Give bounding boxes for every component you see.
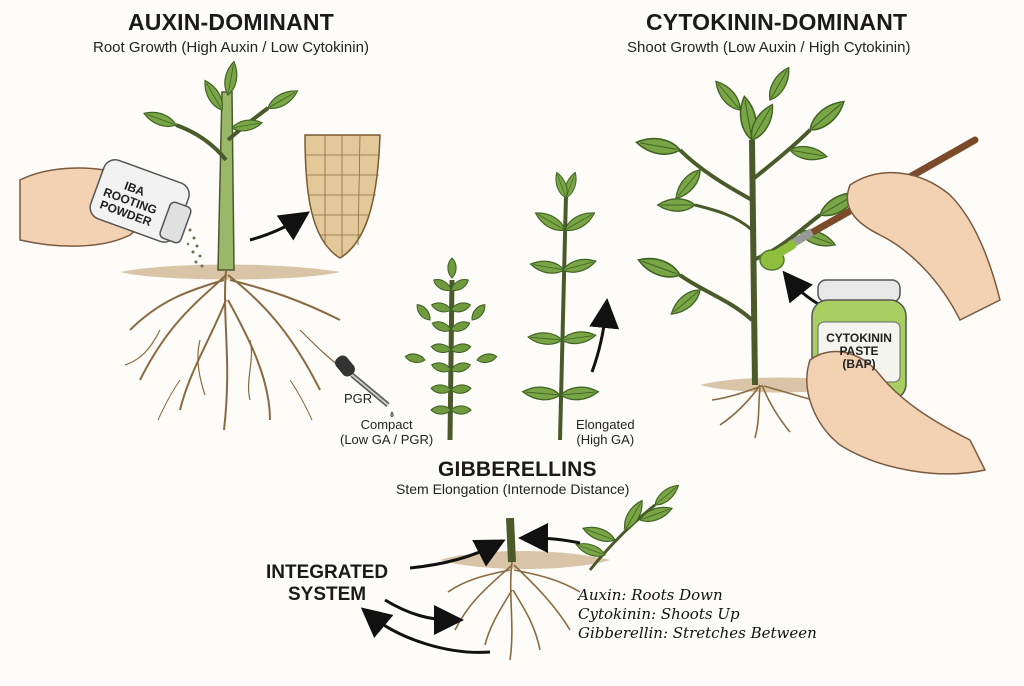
compact-plant [404, 257, 498, 441]
elongated-label-line-1: Elongated [576, 417, 635, 432]
elongated-label: Elongated (High GA) [576, 417, 635, 447]
powder-stream [186, 228, 204, 268]
cytokinin-title: CYTOKININ-DOMINANT [646, 9, 908, 35]
cytokinin-jar-label-line-2: PASTE [839, 344, 879, 358]
elongated-label-line-2: (High GA) [576, 432, 635, 447]
auxin-subtitle: Root Growth (High Auxin / Low Cytokinin) [93, 39, 369, 56]
gibberellins-title: GIBBERELLINS [438, 458, 597, 481]
cytokinin-panel [634, 63, 1001, 475]
cytokinin-jar-label-line-1: CYTOKININ [826, 331, 892, 345]
elongation-arrow [589, 298, 620, 373]
auxin-soil [120, 264, 340, 280]
integrated-soil [440, 551, 610, 569]
integrated-title: INTEGRATED SYSTEM [266, 562, 388, 606]
integrated-stem [506, 517, 516, 563]
integrated-arrows [360, 523, 581, 654]
note-cytokinin: Cytokinin: Shoots Up [578, 605, 740, 623]
auxin-panel [19, 59, 381, 431]
auxin-title: AUXIN-DOMINANT [128, 9, 334, 35]
integrated-roots [447, 561, 581, 661]
compact-label-line-1: Compact [360, 417, 413, 432]
cytokinin-plant-stem [678, 128, 822, 386]
auxin-roots [124, 269, 346, 431]
root-tip-closeup [304, 134, 381, 259]
cytokinin-jar-label: CYTOKININ PASTE (BAP) [818, 332, 900, 371]
compact-label: Compact (Low GA / PGR) [340, 417, 433, 447]
cytokinin-hand-bottom [806, 350, 987, 475]
cytokinin-arrow [782, 270, 821, 307]
integrated-title-line-1: INTEGRATED [266, 562, 389, 583]
pgr-dropper [335, 355, 394, 417]
integrated-title-line-2: SYSTEM [287, 584, 367, 605]
integrated-sprig [573, 480, 683, 571]
cytokinin-hand-top [846, 172, 1001, 322]
cytokinin-subtitle: Shoot Growth (Low Auxin / High Cytokinin… [627, 39, 911, 56]
cytokinin-jar-label-line-3: (BAP) [842, 357, 876, 371]
compact-label-line-2: (Low GA / PGR) [340, 432, 434, 447]
integrated-panel [360, 480, 683, 661]
cytokinin-roots [711, 384, 821, 439]
elongated-plant [521, 170, 600, 441]
auxin-plant-stem [175, 91, 270, 271]
auxin-arrow [249, 211, 310, 242]
iba-jar [89, 159, 192, 244]
gibberellins-subtitle: Stem Elongation (Internode Distance) [396, 481, 630, 497]
note-auxin: Auxin: Roots Down [578, 586, 723, 604]
pgr-label: PGR [344, 391, 373, 406]
integrated-notes: Auxin: Roots Down Cytokinin: Shoots Up G… [578, 586, 817, 643]
note-gibberellin: Gibberellin: Stretches Between [578, 624, 817, 642]
gibberellin-panel [335, 170, 620, 441]
